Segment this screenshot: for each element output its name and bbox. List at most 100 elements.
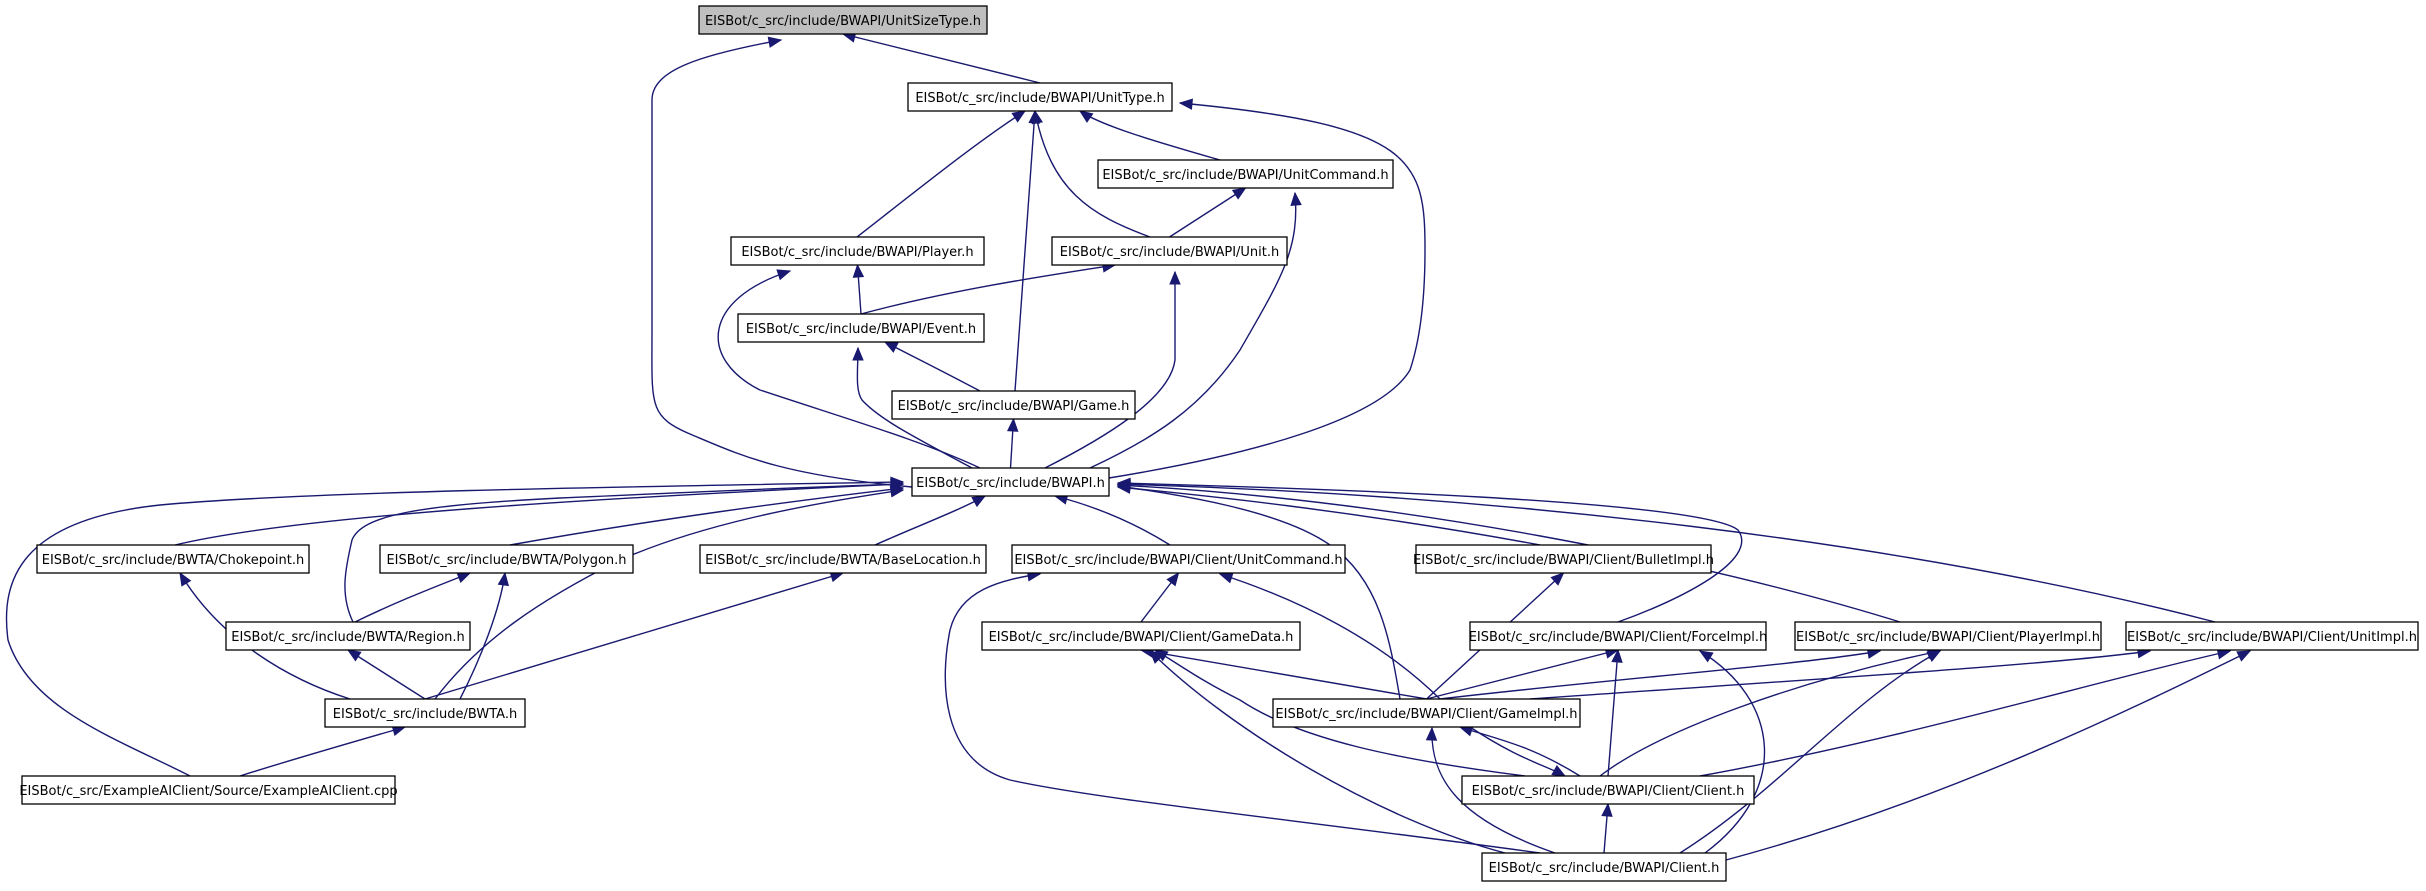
node-unit[interactable]: EISBot/c_src/include/BWAPI/Unit.h xyxy=(1051,236,1288,266)
edge-region-to-polygon xyxy=(354,572,471,623)
arrowhead-region-to-polygon xyxy=(456,572,472,583)
arrowhead-bwapi_client-to-gamedata xyxy=(1149,650,1163,664)
edge-bwta-to-region xyxy=(347,649,426,700)
node-box-game[interactable] xyxy=(891,390,1136,420)
edge-bwapi-to-event xyxy=(856,347,973,469)
edge-bwapi-to-player xyxy=(717,270,981,469)
edge-bulletimpl-to-bwapi xyxy=(1117,486,1541,546)
node-box-baselocation[interactable] xyxy=(699,544,987,574)
node-unitimpl[interactable]: EISBot/c_src/include/BWAPI/Client/UnitIm… xyxy=(2125,621,2419,651)
arrowhead-baselocation-to-bwapi xyxy=(971,495,987,508)
node-box-chokepoint[interactable] xyxy=(36,544,310,574)
node-box-unittype[interactable] xyxy=(907,82,1173,112)
node-box-unit[interactable] xyxy=(1051,236,1288,266)
node-box-gamedata[interactable] xyxy=(981,621,1301,651)
node-bwta[interactable]: EISBot/c_src/include/BWTA.h xyxy=(324,698,526,728)
node-box-bulletimpl[interactable] xyxy=(1415,544,1712,574)
node-box-unitcommand[interactable] xyxy=(1097,159,1394,189)
node-box-bwta[interactable] xyxy=(324,698,526,728)
arrowhead-gameimpl-to-client_client xyxy=(1551,764,1567,777)
node-label-event: EISBot/c_src/include/BWAPI/Event.h xyxy=(746,322,976,337)
arrowhead-bwapi-to-unittype xyxy=(1178,98,1193,110)
node-event[interactable]: EISBot/c_src/include/BWAPI/Event.h xyxy=(737,313,985,343)
node-box-playerimpl[interactable] xyxy=(1794,621,2102,651)
arrowhead-unitcommand-to-unittype xyxy=(1078,110,1094,123)
node-label-bwta: EISBot/c_src/include/BWTA.h xyxy=(333,707,517,722)
node-unitcommand[interactable]: EISBot/c_src/include/BWAPI/UnitCommand.h xyxy=(1097,159,1394,189)
node-box-unitsizetype[interactable] xyxy=(698,5,988,35)
edge-client_client-to-gameimpl xyxy=(1459,726,1581,777)
node-label-forceimpl: EISBot/c_src/include/BWAPI/Client/ForceI… xyxy=(1469,630,1768,645)
arrowhead-unitimpl-to-bwapi xyxy=(1116,478,1131,491)
arrowhead-bwapi_client-to-client_client xyxy=(1601,802,1613,817)
node-box-forceimpl[interactable] xyxy=(1469,621,1767,651)
arrowhead-gameimpl-to-client_unitcommand xyxy=(1218,572,1234,584)
arrowhead-event-to-player xyxy=(852,263,865,278)
node-gamedata[interactable]: EISBot/c_src/include/BWAPI/Client/GameDa… xyxy=(981,621,1301,651)
arrowhead-bwta-to-chokepoint xyxy=(179,571,192,587)
node-box-bwapi[interactable] xyxy=(911,467,1110,497)
node-client_client[interactable]: EISBot/c_src/include/BWAPI/Client/Client… xyxy=(1461,775,1755,805)
edge-bwapi_client-to-client_unitcommand xyxy=(944,573,1541,854)
node-box-exampleai[interactable] xyxy=(21,775,396,805)
edge-bwta-to-polygon xyxy=(459,572,506,700)
node-baselocation[interactable]: EISBot/c_src/include/BWTA/BaseLocation.h xyxy=(699,544,987,574)
arrowhead-bwta-to-bwapi xyxy=(889,486,905,498)
node-client_unitcommand[interactable]: EISBot/c_src/include/BWAPI/Client/UnitCo… xyxy=(1011,544,1346,574)
edge-gameimpl-to-bwapi xyxy=(1117,485,1401,700)
node-region[interactable]: EISBot/c_src/include/BWTA/Region.h xyxy=(225,621,471,651)
node-label-chokepoint: EISBot/c_src/include/BWTA/Chokepoint.h xyxy=(42,553,305,568)
arrowhead-gameimpl-to-bulletimpl xyxy=(1550,572,1565,586)
node-polygon[interactable]: EISBot/c_src/include/BWTA/Polygon.h xyxy=(379,544,634,574)
arrowhead-bwapi_client-to-gameimpl xyxy=(1425,726,1438,741)
node-forceimpl[interactable]: EISBot/c_src/include/BWAPI/Client/ForceI… xyxy=(1469,621,1768,651)
node-box-bwapi_client[interactable] xyxy=(1481,852,1727,882)
arrowhead-game-to-event xyxy=(883,341,899,353)
arrowhead-bwta-to-polygon xyxy=(497,571,510,587)
arrowhead-bwapi_client-to-playerimpl xyxy=(1926,650,1942,663)
node-unitsizetype[interactable]: EISBot/c_src/include/BWAPI/UnitSizeType.… xyxy=(698,5,988,35)
edge-game-to-unittype xyxy=(1014,110,1036,392)
node-box-client_unitcommand[interactable] xyxy=(1011,544,1346,574)
node-label-playerimpl: EISBot/c_src/include/BWAPI/Client/Player… xyxy=(1796,630,2100,645)
edge-bwapi_client-to-gameimpl xyxy=(1431,727,1556,854)
node-label-region: EISBot/c_src/include/BWTA/Region.h xyxy=(231,630,465,645)
arrowhead-gamedata-to-client_unitcommand xyxy=(1166,571,1180,587)
node-bwapi_client[interactable]: EISBot/c_src/include/BWAPI/Client.h xyxy=(1481,852,1727,882)
node-label-exampleai: EISBot/c_src/ExampleAIClient/Source/Exam… xyxy=(19,784,397,799)
node-label-unit: EISBot/c_src/include/BWAPI/Unit.h xyxy=(1060,245,1280,260)
node-chokepoint[interactable]: EISBot/c_src/include/BWTA/Chokepoint.h xyxy=(36,544,310,574)
arrowhead-bwapi-to-unitsizetype xyxy=(767,36,783,48)
node-game[interactable]: EISBot/c_src/include/BWAPI/Game.h xyxy=(891,390,1136,420)
node-box-event[interactable] xyxy=(737,313,985,343)
node-box-polygon[interactable] xyxy=(379,544,634,574)
node-box-unitimpl[interactable] xyxy=(2125,621,2419,651)
node-box-gameimpl[interactable] xyxy=(1272,698,1581,728)
edge-forceimpl-to-bwapi xyxy=(1117,482,1743,623)
edge-baselocation-to-bwapi xyxy=(874,495,986,546)
arrowhead-bwapi_client-to-unitimpl xyxy=(2236,650,2252,662)
node-box-region[interactable] xyxy=(225,621,471,651)
node-bwapi[interactable]: EISBot/c_src/include/BWAPI.h xyxy=(911,467,1110,497)
node-box-client_client[interactable] xyxy=(1461,775,1755,805)
edge-client_client-to-playerimpl xyxy=(1599,650,1941,777)
node-exampleai[interactable]: EISBot/c_src/ExampleAIClient/Source/Exam… xyxy=(19,775,398,805)
node-label-unittype: EISBot/c_src/include/BWAPI/UnitType.h xyxy=(915,91,1164,106)
node-label-gameimpl: EISBot/c_src/include/BWAPI/Client/GameIm… xyxy=(1275,707,1577,722)
node-unittype[interactable]: EISBot/c_src/include/BWAPI/UnitType.h xyxy=(907,82,1173,112)
node-bulletimpl[interactable]: EISBot/c_src/include/BWAPI/Client/Bullet… xyxy=(1413,544,1714,574)
node-label-player: EISBot/c_src/include/BWAPI/Player.h xyxy=(741,245,973,260)
edge-bwapi-to-unit xyxy=(1044,272,1176,469)
arrowhead-client_client-to-forceimpl xyxy=(1611,648,1623,663)
node-playerimpl[interactable]: EISBot/c_src/include/BWAPI/Client/Player… xyxy=(1794,621,2102,651)
node-box-player[interactable] xyxy=(730,236,985,266)
node-label-unitimpl: EISBot/c_src/include/BWAPI/Client/UnitIm… xyxy=(2127,630,2417,645)
edge-polygon-to-bwapi xyxy=(509,487,904,546)
arrowhead-bwapi-to-unit xyxy=(1169,270,1181,285)
edge-bwta-to-bwapi xyxy=(434,489,904,700)
node-label-game: EISBot/c_src/include/BWAPI/Game.h xyxy=(898,399,1130,414)
node-gameimpl[interactable]: EISBot/c_src/include/BWAPI/Client/GameIm… xyxy=(1272,698,1581,728)
arrowhead-game-to-unittype xyxy=(1028,109,1040,124)
node-player[interactable]: EISBot/c_src/include/BWAPI/Player.h xyxy=(730,236,985,266)
